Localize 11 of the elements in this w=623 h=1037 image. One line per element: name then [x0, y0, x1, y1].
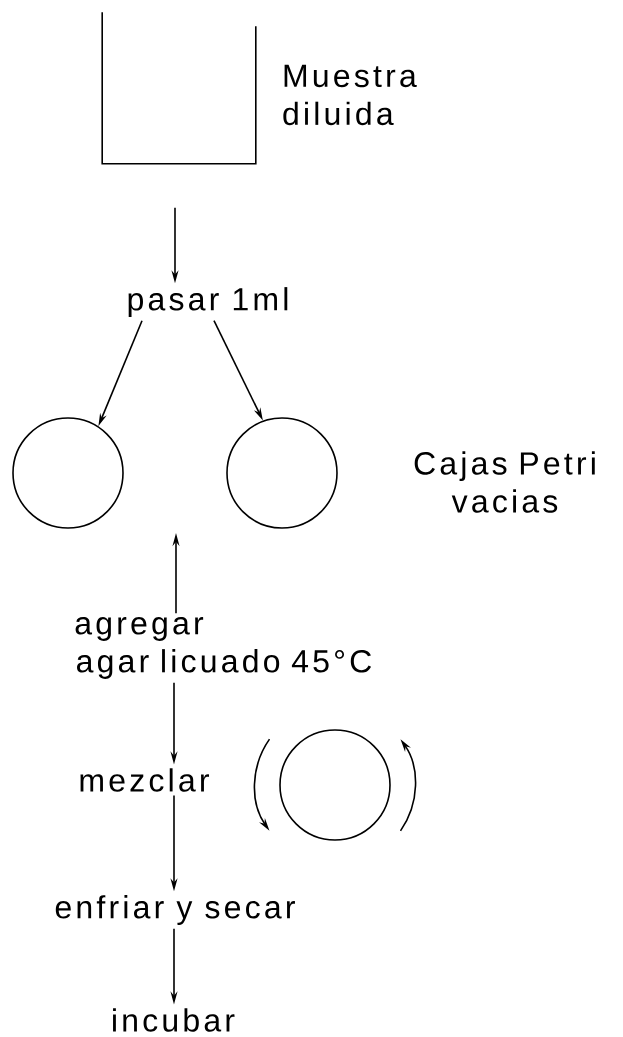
beaker-drawing — [101, 11, 257, 165]
petri-dish — [226, 417, 338, 529]
petri-dish — [12, 417, 124, 529]
step-label: incubar — [113, 1008, 235, 1032]
step-label: pasar 1ml — [128, 287, 288, 317]
step-label: mezclar — [80, 768, 209, 792]
step-label: agregar agar licuado 45°C — [75, 617, 372, 679]
caption-text: Muestra diluida — [283, 64, 417, 126]
caption-text: Cajas Petri vacias — [414, 451, 595, 513]
petri-dish — [279, 729, 391, 841]
step-label: enfriar y secar — [55, 895, 295, 925]
